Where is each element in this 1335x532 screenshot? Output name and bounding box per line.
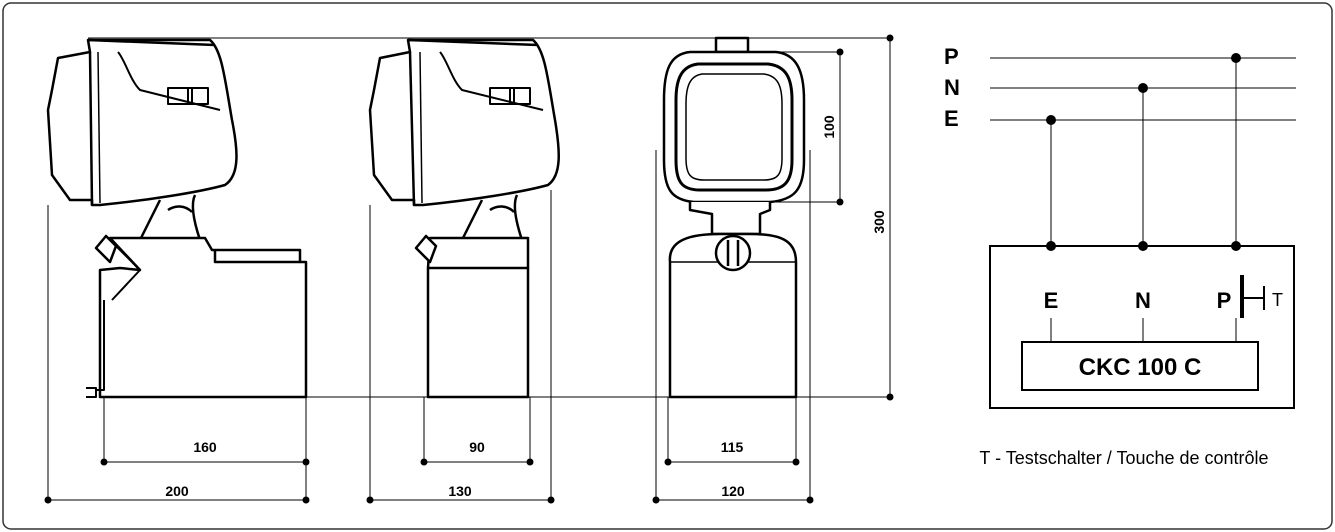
switch-caption: T - Testschalter / Touche de contrôle [979, 448, 1268, 468]
device-name-box [1021, 341, 1259, 391]
device-view-3 [662, 36, 806, 399]
dim-label-90: 90 [469, 439, 485, 455]
dim-label-160: 160 [193, 439, 217, 455]
dim-label-300: 300 [871, 210, 887, 234]
dimension-lines [47, 37, 891, 501]
dim-label-200: 200 [165, 483, 189, 499]
terminal-e: E [1044, 288, 1059, 313]
line-label-p: P [944, 44, 959, 69]
test-switch-symbol [1240, 275, 1265, 318]
dim-label-100: 100 [821, 115, 837, 139]
wiring-diagram: P N E E N P T CKC 100 C T - Testschalter… [944, 44, 1296, 468]
switch-label-t: T [1272, 290, 1283, 310]
terminal-n: N [1135, 288, 1151, 313]
line-label-n: N [944, 75, 960, 100]
line-label-e: E [944, 106, 959, 131]
device-view-1 [46, 38, 308, 399]
dim-label-130: 130 [448, 483, 472, 499]
device-view-2 [368, 38, 560, 399]
dim-label-120: 120 [721, 483, 745, 499]
dimension-dots [44, 34, 894, 504]
device-box [989, 245, 1295, 409]
dim-label-115: 115 [721, 439, 744, 455]
device-name: CKC 100 C [1079, 354, 1202, 381]
terminal-p: P [1217, 288, 1232, 313]
